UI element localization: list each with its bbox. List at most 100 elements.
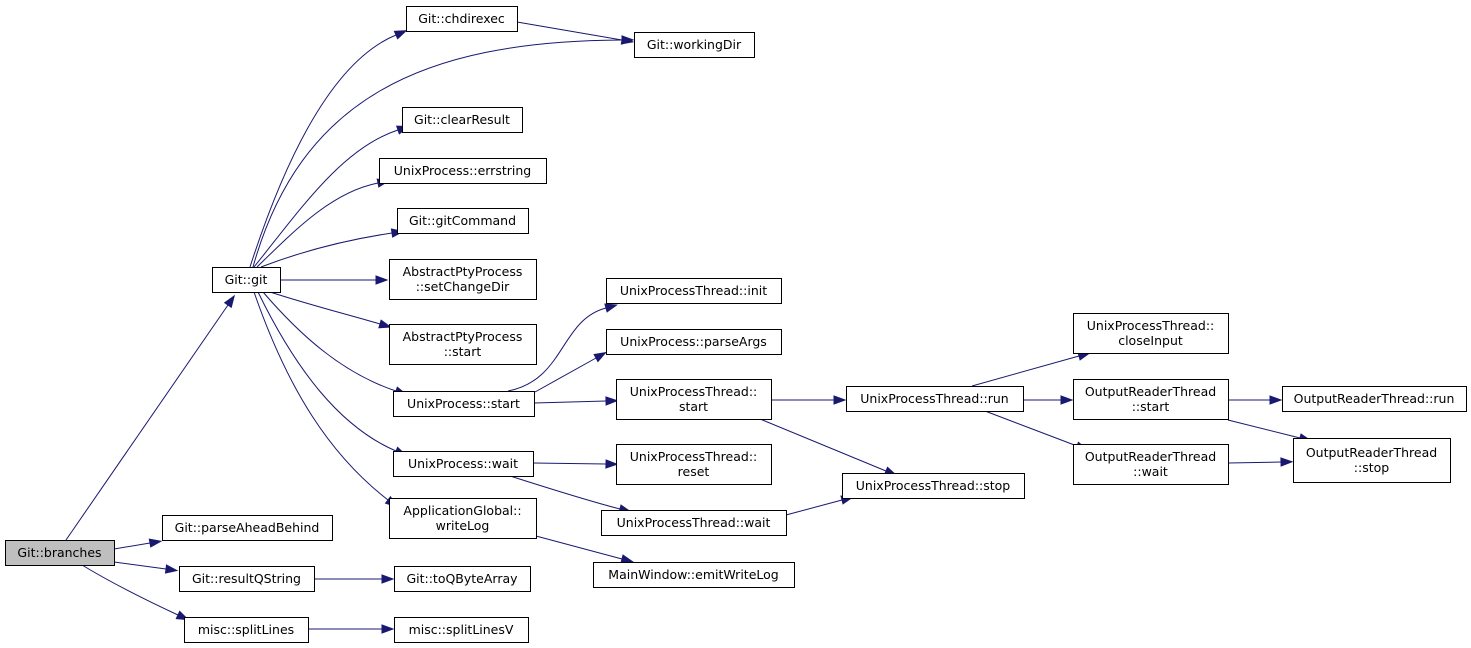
- node-label: UnixProcessThread::: [630, 384, 758, 399]
- node-label: Git::workingDir: [647, 37, 742, 52]
- node-upWait[interactable]: UnixProcess::wait: [393, 451, 534, 477]
- node-box: [397, 208, 529, 234]
- edge-branches-to-splitLines: [81, 564, 190, 621]
- edge-line: [533, 400, 607, 404]
- node-label: ::start: [444, 344, 482, 359]
- node-label: UnixProcess::start: [407, 396, 520, 411]
- edge-line: [113, 542, 151, 550]
- node-label: ::setChangeDir: [416, 279, 510, 294]
- node-setChangeDir[interactable]: AbstractPtyProcess::setChangeDir: [389, 259, 537, 300]
- edge-line: [785, 499, 843, 516]
- node-ortStop[interactable]: OutputReaderThread::stop: [1293, 438, 1451, 483]
- node-label: OutputReaderThread::run: [1294, 391, 1455, 406]
- node-emitWriteLog[interactable]: MainWindow::emitWriteLog: [593, 562, 795, 588]
- arrowhead: [620, 554, 635, 564]
- node-gitCommand[interactable]: Git::gitCommand: [397, 208, 529, 234]
- edge-uptStart-to-uptStop: [759, 418, 898, 476]
- edge-uptRun-to-ortStart: [1023, 395, 1074, 405]
- edge-line: [260, 232, 393, 268]
- edge-line: [256, 182, 379, 268]
- node-errstring[interactable]: UnixProcess::errstring: [379, 158, 547, 184]
- node-splitLines[interactable]: misc::splitLines: [184, 617, 309, 643]
- node-box: [1282, 386, 1467, 412]
- node-label: UnixProcess::parseArgs: [620, 334, 767, 349]
- edge-line: [249, 34, 397, 268]
- node-ortWait[interactable]: OutputReaderThread::wait: [1073, 444, 1229, 485]
- node-label: ::stop: [1354, 460, 1389, 475]
- node-resultQString[interactable]: Git::resultQString: [179, 566, 315, 592]
- node-label: Git::branches: [17, 545, 101, 560]
- node-parseArgs[interactable]: UnixProcess::parseArgs: [606, 329, 782, 355]
- edge-line: [984, 410, 1078, 447]
- node-box: [846, 386, 1024, 412]
- arrowhead: [1280, 457, 1294, 467]
- node-box: [393, 451, 534, 477]
- node-closeInput[interactable]: UnixProcessThread::closeInput: [1073, 313, 1229, 354]
- edge-writeLog-to-emitWriteLog: [535, 535, 635, 564]
- node-box: [379, 158, 547, 184]
- node-label: MainWindow::emitWriteLog: [608, 567, 778, 582]
- node-uptReset[interactable]: UnixProcessThread::reset: [616, 444, 772, 485]
- edge-line: [1227, 461, 1282, 464]
- node-splitLinesV[interactable]: misc::splitLinesV: [394, 617, 529, 643]
- arrowhead: [620, 35, 635, 45]
- node-box: [616, 444, 772, 485]
- node-box: [616, 379, 772, 420]
- edge-line: [509, 475, 621, 510]
- node-branches[interactable]: Git::branches: [5, 540, 115, 566]
- arrowhead: [375, 275, 389, 285]
- node-git[interactable]: Git::git: [212, 267, 281, 293]
- edge-uptStart-to-uptRun: [771, 395, 847, 405]
- node-uptRun[interactable]: UnixProcessThread::run: [846, 386, 1024, 412]
- node-box: [402, 107, 523, 133]
- node-uptInit[interactable]: UnixProcessThread::init: [606, 278, 782, 304]
- edge-upStart-to-uptStart: [533, 396, 619, 406]
- edge-line: [81, 564, 179, 616]
- node-label: UnixProcessThread::: [1087, 318, 1215, 333]
- node-box: [601, 510, 787, 536]
- edge-line: [1227, 419, 1301, 439]
- arrowhead: [223, 294, 236, 309]
- arrowhead: [381, 624, 395, 634]
- node-label: Git::chdirexec: [418, 11, 505, 26]
- node-box: [212, 267, 281, 293]
- node-label: OutputReaderThread: [1085, 449, 1216, 464]
- arrowhead: [148, 538, 163, 548]
- node-label: Git::clearResult: [414, 112, 510, 127]
- node-clearResult[interactable]: Git::clearResult: [402, 107, 523, 133]
- node-label: UnixProcessThread::run: [860, 391, 1008, 406]
- node-ortRun[interactable]: OutputReaderThread::run: [1282, 386, 1467, 412]
- arrowhead: [593, 351, 607, 363]
- node-ortStart[interactable]: OutputReaderThread::start: [1073, 379, 1229, 420]
- node-box: [1073, 313, 1229, 354]
- edge-line: [535, 535, 623, 560]
- node-workingDir[interactable]: Git::workingDir: [634, 32, 755, 58]
- node-label: closeInput: [1118, 333, 1183, 348]
- node-writeLog[interactable]: ApplicationGlobal::writeLog: [389, 498, 537, 539]
- node-aptStart[interactable]: AbstractPtyProcess::start: [389, 324, 537, 365]
- edge-git-to-gitCommand: [260, 228, 405, 268]
- node-uptStart[interactable]: UnixProcessThread::start: [616, 379, 772, 420]
- node-label: start: [679, 399, 708, 414]
- node-label: AbstractPtyProcess: [403, 329, 523, 344]
- node-chdirexec[interactable]: Git::chdirexec: [406, 6, 518, 32]
- node-box: [593, 562, 795, 588]
- node-label: ::start: [1132, 399, 1170, 414]
- edge-ortWait-to-ortStop: [1227, 457, 1294, 467]
- edge-line: [253, 291, 389, 501]
- node-parseAheadBehind[interactable]: Git::parseAheadBehind: [162, 515, 333, 541]
- node-box: [389, 498, 537, 539]
- node-uptStop[interactable]: UnixProcessThread::stop: [842, 473, 1025, 499]
- node-box: [606, 329, 782, 355]
- node-label: Git::toQByteArray: [406, 571, 518, 586]
- edge-line: [113, 561, 167, 570]
- node-toQByteArray[interactable]: Git::toQByteArray: [394, 566, 531, 592]
- edge-line: [65, 304, 229, 541]
- node-uptWait[interactable]: UnixProcessThread::wait: [601, 510, 787, 536]
- node-box: [389, 259, 537, 300]
- node-label: Git::gitCommand: [409, 213, 516, 228]
- node-label: UnixProcessThread::stop: [856, 478, 1011, 493]
- edge-line: [253, 129, 399, 268]
- node-box: [606, 278, 782, 304]
- node-upStart[interactable]: UnixProcess::start: [393, 391, 535, 417]
